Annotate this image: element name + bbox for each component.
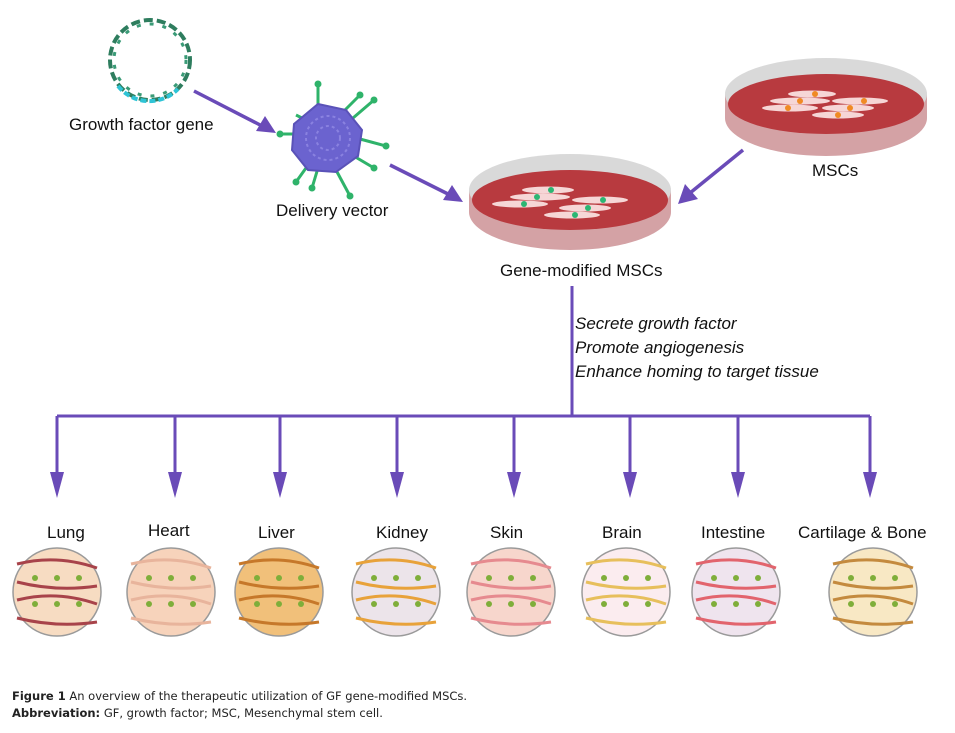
arrowhead bbox=[507, 472, 521, 498]
lung-tissue-icon bbox=[12, 547, 102, 637]
heart-tissue-icon bbox=[126, 547, 216, 637]
growth-factor-gene-label: Growth factor gene bbox=[69, 115, 214, 134]
arrow-gene-to-vector bbox=[193, 89, 267, 130]
arrowhead bbox=[731, 472, 745, 498]
arrowhead bbox=[863, 472, 877, 498]
brain-tissue-icon bbox=[581, 547, 671, 637]
plasmid-dna-icon bbox=[108, 18, 192, 104]
arrowhead bbox=[678, 184, 698, 204]
msc-label: MSCs bbox=[812, 161, 859, 180]
arrowhead bbox=[50, 472, 64, 498]
effect-item: Enhance homing to target tissue bbox=[575, 362, 819, 381]
effects-list: Secrete growth factor Promote angiogenes… bbox=[575, 312, 819, 384]
viral-vector-icon bbox=[276, 80, 390, 200]
arrowhead bbox=[443, 185, 463, 202]
target-label: Skin bbox=[490, 523, 524, 542]
figure-caption: Figure 1 An overview of the therapeutic … bbox=[12, 688, 467, 722]
abbreviation-label: Abbreviation: bbox=[12, 706, 101, 720]
arrowhead bbox=[168, 472, 182, 498]
delivery-vector-label: Delivery vector bbox=[276, 201, 389, 220]
target-label: Liver bbox=[258, 523, 295, 542]
effect-item: Promote angiogenesis bbox=[575, 338, 745, 357]
arrow-vector-to-dish bbox=[389, 163, 453, 198]
target-label: Lung bbox=[47, 523, 85, 542]
intestine-tissue-icon bbox=[691, 547, 781, 637]
arrowhead bbox=[623, 472, 637, 498]
arrowhead bbox=[273, 472, 287, 498]
target-label: Intestine bbox=[701, 523, 766, 542]
gene-modified-msc-dish-icon bbox=[469, 154, 671, 250]
kidney-tissue-icon bbox=[351, 547, 441, 637]
target-label: Cartilage & Bone bbox=[798, 523, 927, 542]
skin-tissue-icon bbox=[466, 547, 556, 637]
figure-number: Figure 1 bbox=[12, 689, 66, 703]
target-label: Brain bbox=[602, 523, 642, 542]
effect-item: Secrete growth factor bbox=[575, 314, 737, 333]
cartilage-bone-tissue-icon bbox=[828, 547, 918, 637]
arrowhead bbox=[256, 116, 276, 133]
target-label: Kidney bbox=[376, 523, 428, 542]
liver-tissue-icon bbox=[234, 547, 324, 637]
target-label: Heart bbox=[148, 521, 190, 540]
arrowhead bbox=[390, 472, 404, 498]
arrow-msc-to-dish bbox=[688, 148, 745, 195]
msc-dish-icon bbox=[725, 58, 927, 156]
abbreviation-text: GF, growth factor; MSC, Mesenchymal stem… bbox=[100, 706, 383, 720]
figure-title: An overview of the therapeutic utilizati… bbox=[65, 689, 468, 703]
gene-modified-msc-label: Gene-modified MSCs bbox=[500, 261, 663, 280]
